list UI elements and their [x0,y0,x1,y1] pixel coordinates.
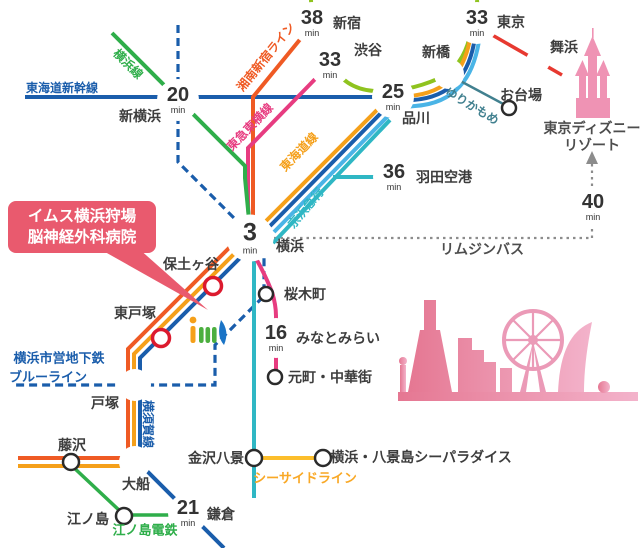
station-label-shinjuku: 新宿 [333,15,361,31]
station-dot-hodogaya [202,275,224,297]
limousine-bus-arrow-icon [586,151,598,164]
line-label-yokosuka: 横須賀線 [141,399,155,449]
station-label-sea-paradise: 横浜・八景島シーパラダイス [330,449,512,465]
station-dot-shimbashi [434,59,464,89]
station-dot-ofuna [119,446,151,478]
hospital-name-line1: イムス横浜狩場 [27,208,137,225]
line-label-enoden: 江ノ島電鉄 [112,522,178,538]
station-label-ofuna: 大船 [122,476,150,492]
disney-resort-label-1: 東京ディズニー [543,120,640,136]
station-label-minatomirai: みなとみらい [296,330,380,346]
subway-blue-line [15,25,266,387]
limousine-bus-route [274,163,594,240]
station-label-odaiba: お台場 [500,87,542,103]
station-label-motomachi: 元町・中華街 [288,369,372,385]
line-label-subway-1: 横浜市営地下鉄 [13,350,105,366]
station-dot-maihama [526,49,550,73]
station-label-higashi-totsuka: 東戸塚 [114,305,156,321]
station-label-shin-yokohama: 新横浜 [119,108,161,124]
station-label-haneda: 羽田空港 [416,169,472,185]
hospital-name-line2: 脳神経外科病院 [27,229,137,246]
station-label-sakuragicho: 桜木町 [284,286,326,302]
station-dot-totsuka [119,369,151,401]
station-label-kamakura: 鎌倉 [207,506,235,522]
hospital-callout: イムス横浜狩場 脳神経外科病院 [8,201,156,253]
station-label-shinagawa: 品川 [402,110,430,126]
station-label-shimbashi: 新橋 [422,44,450,60]
station-label-hodogaya: 保土ヶ谷 [163,256,219,272]
station-dot-motomachi [266,368,284,386]
disney-resort-label-2: リゾート [564,137,620,153]
station-dot-sakuragicho [257,285,275,303]
station-label-maihama: 舞浜 [550,39,578,55]
station-label-totsuka: 戸塚 [91,395,119,411]
station-dot-enoshima [114,506,134,526]
junction-stations [119,49,550,478]
line-label-seaside: シーサイドライン [253,470,357,486]
station-label-shibuya: 渋谷 [354,42,382,58]
disney-castle-icon [575,28,610,118]
station-dot-sea-paradise [313,448,333,468]
keiyo-line [479,26,563,77]
ims-hospital-logo-icon [189,316,227,345]
station-dot-odaiba [500,99,518,117]
station-label-enoshima: 江ノ島 [67,511,109,527]
station-label-kanazawa-hakkei: 金沢八景 [188,450,244,466]
line-label-limousine-bus: リムジンバス [440,241,524,257]
callout-pointer [98,248,208,310]
station-label-tokyo: 東京 [497,14,525,30]
line-label-subway-2: ブルーライン [8,369,88,385]
station-label-yokohama: 横浜 [276,238,304,254]
station-dot-fujisawa [61,452,81,472]
minor-stations [61,99,518,526]
yokohama-skyline [398,300,638,401]
station-dot-kanazawa-hakkei [244,448,264,468]
hospital-access-stations [150,275,224,349]
line-label-tokaido-shinkansen: 東海道新幹線 [25,81,99,95]
station-dot-higashi-totsuka [150,327,172,349]
station-label-fujisawa: 藤沢 [58,437,86,453]
